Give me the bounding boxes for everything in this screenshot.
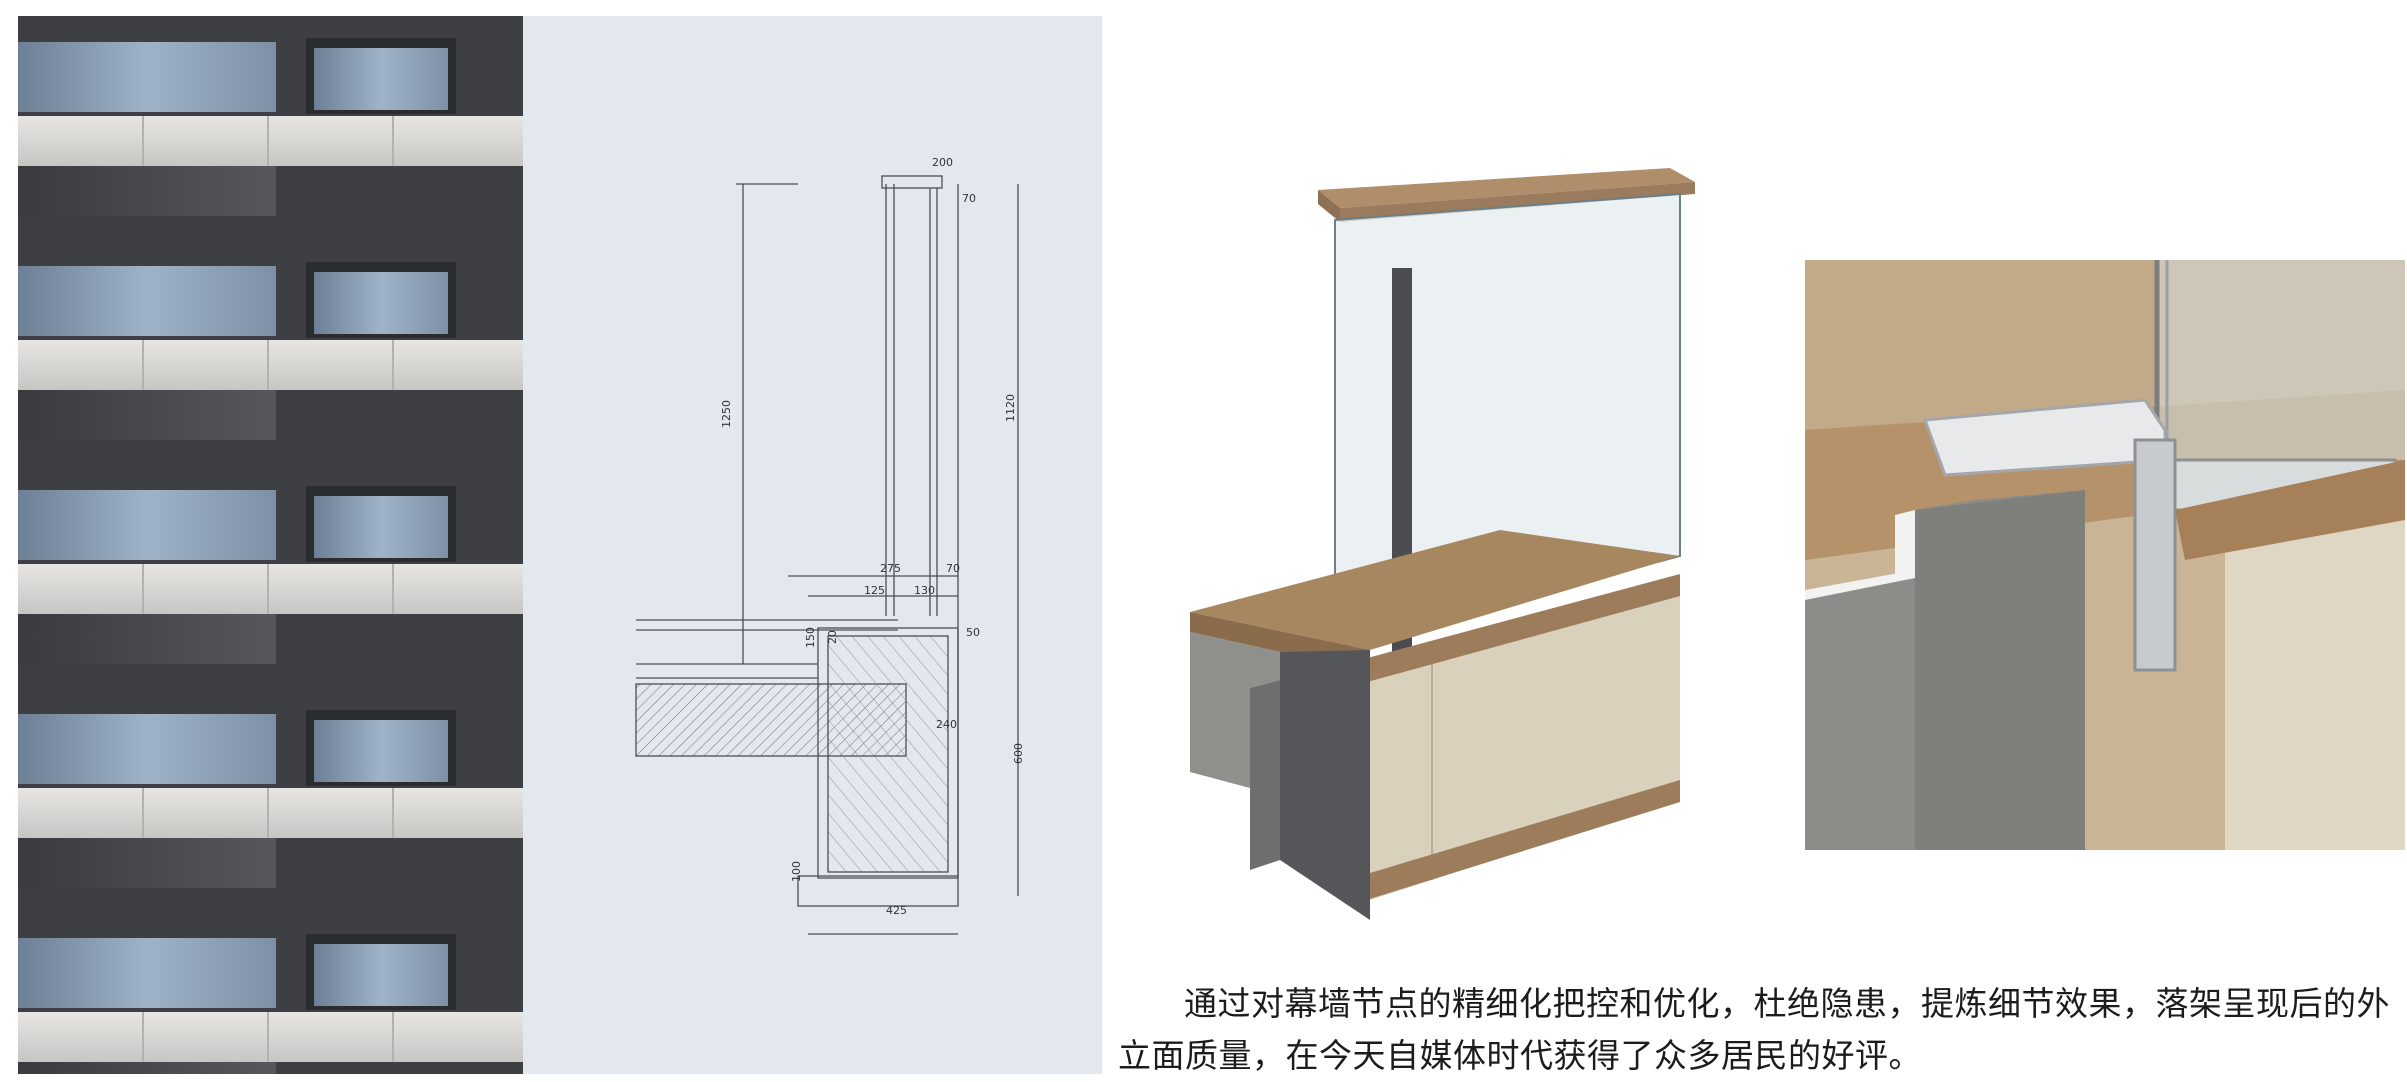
balcony-soffit	[18, 614, 276, 664]
dimension-label: 275	[880, 562, 901, 575]
curtain-wall-detail-closeup	[1805, 260, 2405, 850]
building-elevation-photo: 200 70 1250 1120 275 70 125 130 150 20 5…	[18, 16, 1102, 1074]
dimension-label: 240	[936, 718, 957, 731]
window-glass	[314, 944, 448, 1006]
dimension-label: 125	[864, 584, 885, 597]
dimension-label: 150	[804, 627, 817, 648]
window-glass	[314, 720, 448, 782]
floor-slab	[18, 788, 523, 838]
dimension-label: 130	[914, 584, 935, 597]
floor-slab	[18, 116, 523, 166]
floor-slab	[18, 564, 523, 614]
window-glass	[18, 42, 276, 112]
balcony-soffit	[18, 166, 276, 216]
dimension-label: 1120	[1004, 394, 1017, 422]
caption-paragraph: 通过对幕墙节点的精细化把控和优化，杜绝隐患，提炼细节效果，落架呈现后的外立面质量…	[1118, 984, 2390, 1075]
window-glass	[18, 490, 276, 560]
dimension-label: 70	[946, 562, 960, 575]
window-glass	[314, 48, 448, 110]
building-photo-panel: 200 70 1250 1120 275 70 125 130 150 20 5…	[18, 16, 1102, 1074]
dimension-label: 20	[826, 630, 839, 644]
dimension-label: 200	[932, 156, 953, 169]
curtain-wall-3d-render	[1170, 160, 1710, 920]
window-glass	[18, 714, 276, 784]
window-glass	[18, 266, 276, 336]
dimension-label: 100	[790, 861, 803, 882]
balcony-soffit	[18, 390, 276, 440]
dimension-label: 1250	[720, 400, 733, 428]
balcony-soffit	[18, 1062, 276, 1074]
dimension-labels: 200 70 1250 1120 275 70 125 130 150 20 5…	[720, 156, 1025, 917]
curtain-wall-section-drawing	[635, 175, 1019, 935]
dimension-label: 600	[1012, 743, 1025, 764]
window-glass	[18, 938, 276, 1008]
dimension-label: 50	[966, 626, 980, 639]
window-glass	[314, 272, 448, 334]
balcony-soffit	[18, 838, 276, 888]
floor-slab	[18, 340, 523, 390]
floor-slab	[18, 1012, 523, 1062]
dimension-label: 70	[962, 192, 976, 205]
window-glass	[314, 496, 448, 558]
dimension-label: 425	[886, 904, 907, 917]
